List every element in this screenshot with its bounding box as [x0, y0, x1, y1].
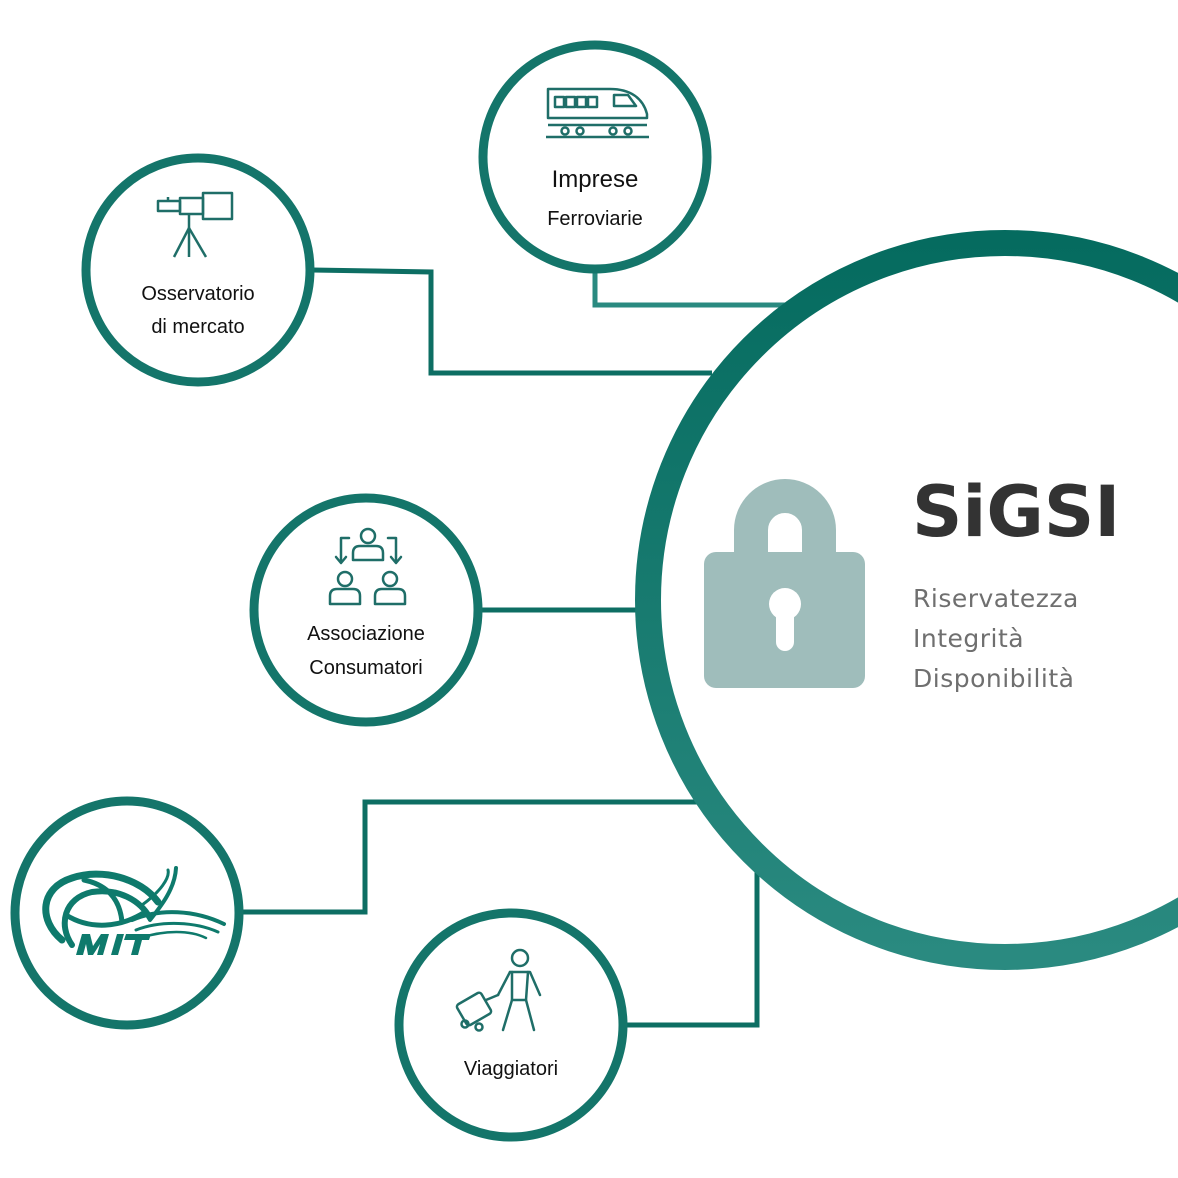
associazione-label-line2: Consumatori — [309, 657, 422, 679]
node-viaggiatori: Viaggiatori — [394, 908, 628, 1142]
viaggiatori-label: Viaggiatori — [464, 1058, 558, 1080]
telescope-icon — [156, 191, 234, 258]
node-imprese-ferroviarie: Imprese Ferroviarie — [478, 40, 712, 274]
associazione-label-line1: Associazione — [307, 623, 425, 645]
connector-imprese — [592, 268, 790, 308]
hub-ring — [635, 230, 1178, 970]
imprese-label-line1: Imprese — [552, 166, 639, 193]
lock-icon — [704, 479, 865, 688]
osservatorio-label-line2: di mercato — [151, 316, 244, 338]
connector-osservatorio — [311, 267, 712, 376]
hub-attribute-integrita: Integrità — [913, 624, 1024, 653]
node-associazione-consumatori: Associazione Consumatori — [249, 493, 483, 727]
hub-attribute-disponibilita: Disponibilità — [913, 664, 1075, 693]
node-mit — [10, 796, 244, 1030]
hub-title: SiGSI — [912, 471, 1120, 553]
train-icon — [546, 87, 649, 139]
imprese-label-line2: Ferroviarie — [547, 208, 643, 230]
connector-viaggiatori — [625, 855, 760, 1028]
connector-mit — [242, 799, 710, 915]
mit-letters — [76, 934, 151, 955]
mit-logo — [42, 866, 226, 948]
people-exchange-icon — [328, 527, 407, 606]
osservatorio-label-line1: Osservatorio — [141, 283, 254, 305]
connectors — [242, 267, 790, 1028]
traveler-icon — [455, 948, 542, 1032]
hub-attribute-riservatezza: Riservatezza — [913, 584, 1079, 613]
node-osservatorio-di-mercato: Osservatorio di mercato — [81, 153, 315, 387]
